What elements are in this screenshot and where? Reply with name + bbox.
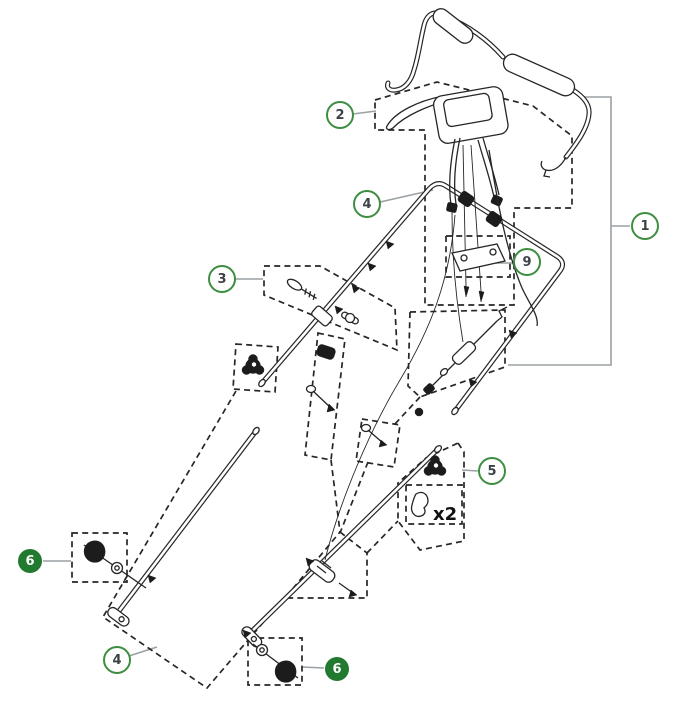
tube-end-cap <box>451 406 459 416</box>
dashed-box-clamp-band <box>304 331 346 462</box>
dashed-box-star-knob-left <box>232 343 279 393</box>
strap-buckle <box>490 194 503 207</box>
leader-lines <box>43 96 630 669</box>
callout-6-bottom-number: 6 <box>332 661 342 677</box>
right-grip <box>502 53 576 97</box>
callout-2-number: 2 <box>335 107 345 123</box>
mount-screws <box>462 144 485 303</box>
clamp-band-hardware <box>305 344 336 413</box>
tube-mount-bracket <box>107 606 130 627</box>
knob-kit-left <box>83 540 147 589</box>
callout-4-lower-leader <box>128 646 158 657</box>
callout-4-upper-number: 4 <box>362 196 372 212</box>
cable-clamp <box>316 344 336 360</box>
callout-9: 9 <box>513 248 541 276</box>
callout-1-bracket-line <box>508 96 612 366</box>
throttle-cable <box>540 156 567 172</box>
callout-6-left: 6 <box>18 549 42 573</box>
dashed-box-6-bottom <box>247 637 303 686</box>
quantity-label: x2 <box>433 504 457 525</box>
callout-3-number: 3 <box>217 271 227 287</box>
dashed-box-x2 <box>405 484 463 525</box>
control-housing <box>432 86 509 144</box>
dashed-box-cable-tensioner <box>407 309 506 398</box>
cable-hook <box>543 169 551 178</box>
tube-end-cap <box>433 445 443 453</box>
callout-6-left-number: 6 <box>25 553 35 569</box>
callout-3: 3 <box>208 265 236 293</box>
dashed-box-plate-9 <box>445 235 511 278</box>
dashed-connector-4 <box>330 459 341 533</box>
callout-5: 5 <box>478 457 506 485</box>
upper-handle-tube <box>258 181 566 416</box>
bolt <box>286 278 317 301</box>
strap-buckle <box>446 202 458 213</box>
left-grip <box>432 8 474 44</box>
callout-6-bottom-leader <box>301 666 325 669</box>
callout-6-bottom: 6 <box>325 657 349 681</box>
dashed-box-cable-adjuster <box>283 530 368 599</box>
tube-clamp <box>311 305 333 327</box>
callout-5-number: 5 <box>487 463 497 479</box>
callout-2: 2 <box>326 101 354 129</box>
z-hook <box>496 306 508 322</box>
tube-end-cap <box>258 378 266 388</box>
dashed-group-outlines <box>71 81 573 690</box>
dashed-connector-3 <box>339 461 369 534</box>
plate-hole <box>489 248 497 256</box>
dashed-box-hardware-3 <box>263 265 398 352</box>
hardware-group-3 <box>286 278 359 327</box>
bolt-tip <box>326 403 336 413</box>
callout-1: 1 <box>631 212 659 240</box>
cable-adjuster <box>308 559 358 598</box>
lower-handle-left-tube <box>107 426 260 627</box>
housing-straps <box>324 137 538 561</box>
dashed-connector-1 <box>366 520 399 554</box>
mount-plate <box>451 243 506 272</box>
tension-spring <box>451 341 477 365</box>
callout-4-lower-number: 4 <box>112 652 122 668</box>
cable-end <box>423 383 435 395</box>
screw <box>463 285 470 298</box>
callout-9-number: 9 <box>522 254 532 270</box>
callout-2-leader <box>352 110 377 115</box>
plate-hole <box>460 254 468 262</box>
cable-run-long <box>324 214 456 561</box>
cable-stop <box>414 407 424 417</box>
cable-tensioner <box>414 306 508 417</box>
screw <box>478 290 485 303</box>
handle-clamps <box>457 190 503 228</box>
wing-nut <box>341 311 359 325</box>
star-knob-left <box>241 354 265 375</box>
wing-knob <box>274 660 297 683</box>
cable-run-left <box>451 211 464 343</box>
callout-4-upper: 4 <box>353 190 381 218</box>
wing-knob <box>83 540 106 563</box>
wing-knob-icon <box>410 491 429 518</box>
attachment-arrows <box>147 240 518 639</box>
dashed-connector-2 <box>393 396 421 426</box>
tube-end-cap <box>252 426 260 436</box>
knob-kit-bottom <box>252 643 299 683</box>
callout-4-lower: 4 <box>103 646 131 674</box>
lower-handle-right-tube <box>241 445 443 648</box>
boxed-screw <box>360 423 388 448</box>
upper-handle-outline <box>259 181 566 414</box>
dashed-box-screw <box>355 418 401 468</box>
callout-1-number: 1 <box>640 218 650 234</box>
callout-5-leader <box>461 469 479 472</box>
star-knob-5 <box>423 455 447 476</box>
bail-handle <box>385 8 592 178</box>
cable-run-right <box>488 149 538 327</box>
